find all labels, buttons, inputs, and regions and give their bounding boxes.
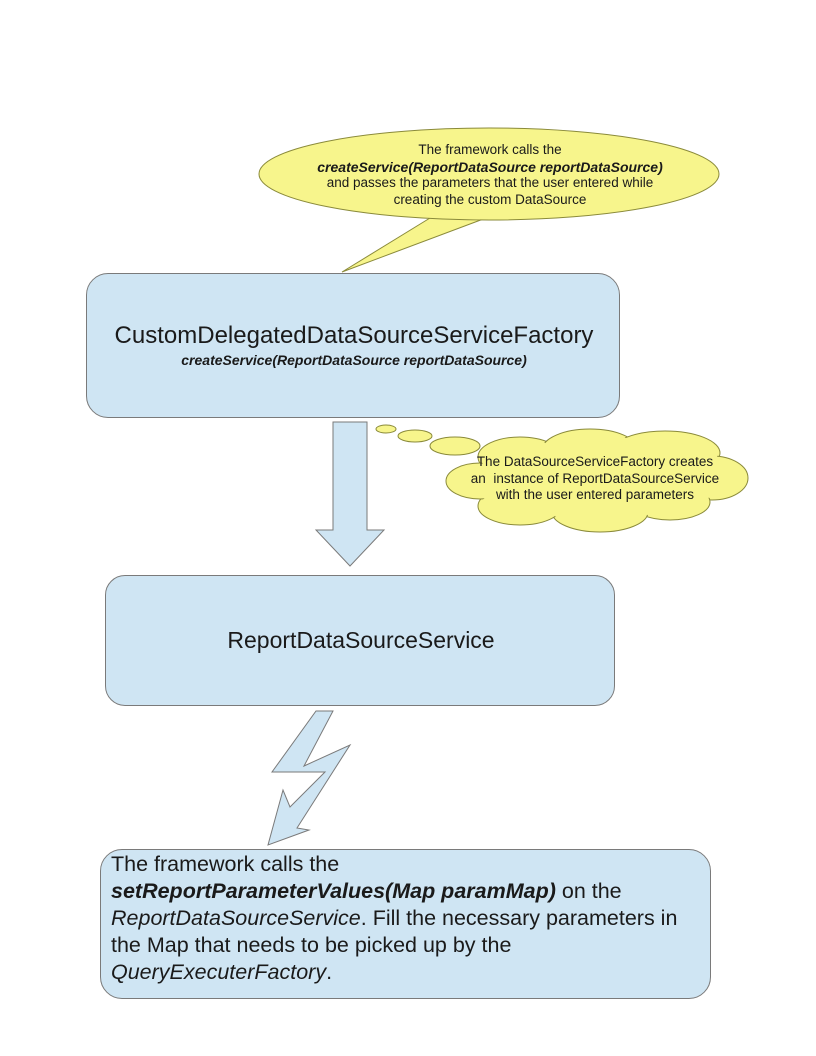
oval-callout-text: The framework calls the createService(Re… xyxy=(260,142,720,208)
callout-oval-shape xyxy=(258,127,720,221)
lightning-arrow xyxy=(267,710,352,846)
factory-method: createService(ReportDataSource reportDat… xyxy=(181,352,527,368)
service-box: ReportDataSourceService xyxy=(105,575,615,706)
factory-title: CustomDelegatedDataSourceServiceFactory xyxy=(114,322,594,349)
callout-line1: The framework calls the xyxy=(418,142,562,157)
framework-after-method: on the xyxy=(555,879,622,903)
thought-cloud xyxy=(375,424,749,533)
framework-box: The framework calls the setReportParamete… xyxy=(100,849,711,999)
framework-end: . xyxy=(326,960,333,984)
callout-method: createService(ReportDataSource reportDat… xyxy=(317,158,663,175)
factory-box: CustomDelegatedDataSourceServiceFactory … xyxy=(86,273,620,418)
down-arrow xyxy=(314,421,386,567)
framework-factory-name: QueryExecuterFactory xyxy=(111,960,327,984)
framework-mid-text: . Fill the necessary parameters in the M… xyxy=(111,906,678,957)
callout-line4: creating the custom DataSource xyxy=(393,191,587,207)
service-title: ReportDataSourceService xyxy=(227,627,495,653)
framework-method: setReportParameterValues(Map paramMap) xyxy=(111,879,556,903)
callout-pointer xyxy=(341,217,487,273)
framework-class-name: ReportDataSourceService xyxy=(111,906,361,930)
cloud-callout-text: The DataSourceServiceFactory creates an … xyxy=(470,454,720,502)
framework-description: The framework calls the setReportParamete… xyxy=(111,851,701,986)
callout-line3: and passes the parameters that the user … xyxy=(326,175,654,190)
framework-line1: The framework calls the xyxy=(111,852,340,876)
oval-callout xyxy=(258,127,720,273)
